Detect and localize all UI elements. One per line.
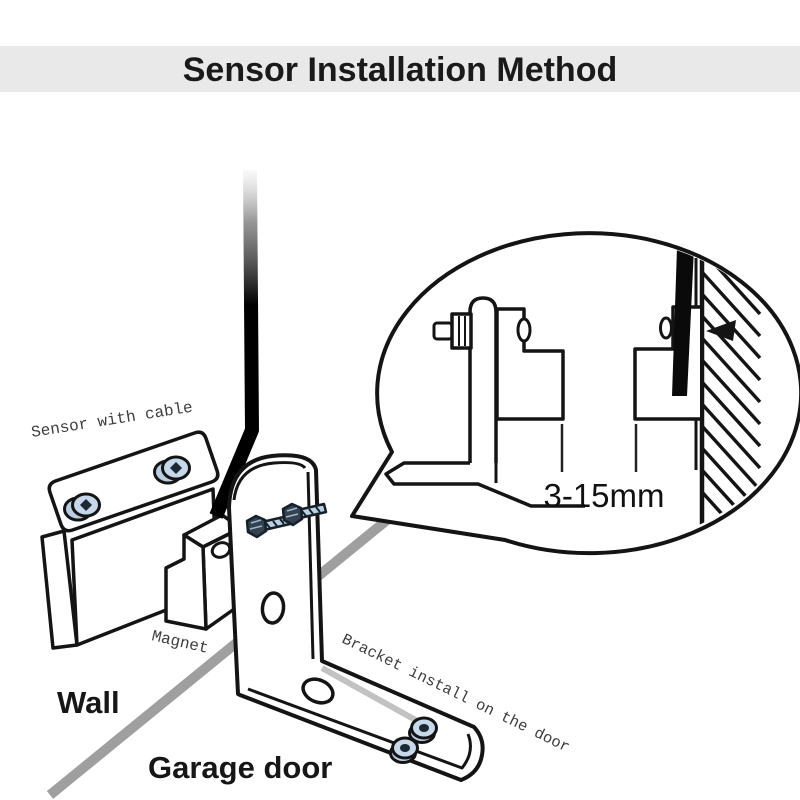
magnet-front-face <box>164 533 208 631</box>
bracket-inner-arch-line <box>232 461 307 501</box>
detail-bracket-foot <box>384 461 585 508</box>
bracket-screw <box>389 736 419 764</box>
label-sensor-with-cable: Sensor with cable <box>30 399 194 442</box>
detail-bolt-shaft <box>432 321 454 341</box>
l-bracket-outline <box>227 453 485 782</box>
detail-wall-hatching <box>633 246 762 548</box>
bracket-screw <box>408 716 438 744</box>
label-wall: Wall <box>57 685 120 720</box>
sensor-screw <box>153 455 191 485</box>
sensor-end-cap <box>40 529 79 650</box>
detail-screw-head <box>516 317 532 343</box>
detail-wall-anchor <box>706 320 736 341</box>
sensor-assembly <box>40 430 220 650</box>
detail-sensor-bracket <box>384 296 585 508</box>
bracket-inner-bottom-line <box>247 687 472 770</box>
sensor-screw <box>63 492 101 522</box>
callout-bubble: 3-15mm <box>350 231 800 556</box>
hex-screw <box>281 502 328 527</box>
bracket-shadow <box>320 665 430 730</box>
l-bracket <box>227 453 485 782</box>
sensor-cable <box>209 169 259 519</box>
detail-screw-head <box>659 316 673 340</box>
label-garage-door: Garage door <box>148 750 332 785</box>
bracket-inner-edge-line <box>306 471 315 660</box>
bracket-hole <box>301 677 335 705</box>
page-title: Sensor Installation Method <box>183 51 617 89</box>
detail-magnet-bar <box>672 248 694 396</box>
detail-bolt-nut <box>450 312 473 350</box>
detail-sensor-body <box>495 307 565 421</box>
detail-sensor-plate <box>468 296 498 463</box>
gap-label: 3-15mm <box>543 477 664 514</box>
bracket-hole <box>260 591 286 625</box>
label-magnet: Magnet <box>150 627 210 657</box>
title-band <box>0 46 800 92</box>
